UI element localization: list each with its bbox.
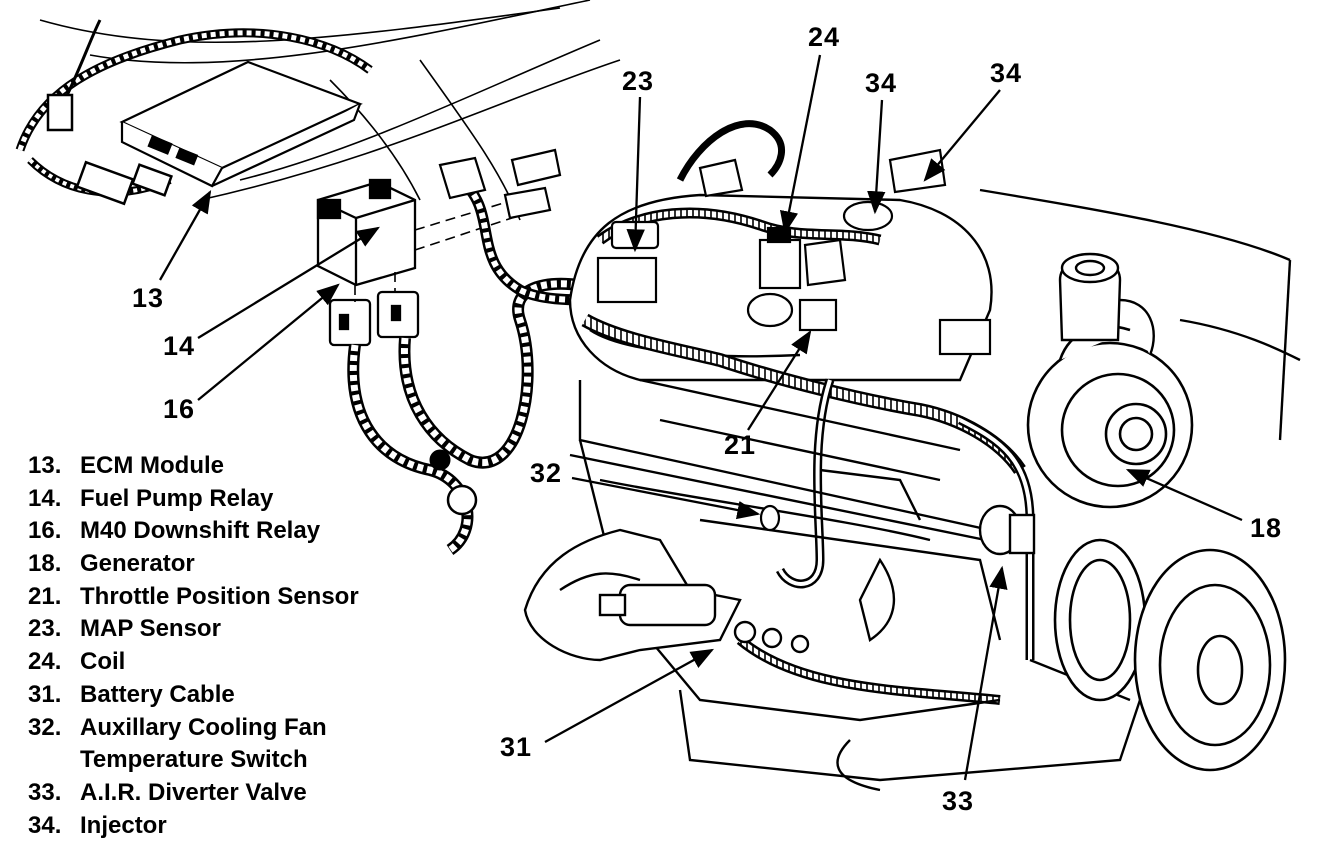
legend-number: 14. xyxy=(28,484,62,512)
ecm-module xyxy=(119,60,363,188)
legend-label: Fuel Pump Relay xyxy=(80,484,274,512)
legend-number: 34. xyxy=(28,811,62,839)
aux-fan-temperature-switch xyxy=(759,504,781,532)
callout-21: 21 xyxy=(724,430,757,460)
crank-pulleys xyxy=(1053,538,1287,772)
callout-34-right: 34 xyxy=(990,58,1023,88)
air-diverter-valve xyxy=(978,504,1036,556)
legend-number: 23. xyxy=(28,615,62,643)
map-sensor-body xyxy=(596,256,658,304)
ecm-wiring-harness xyxy=(15,19,373,206)
engine-wiring-harness xyxy=(581,120,1035,705)
relay-bracket xyxy=(316,178,420,347)
legend-item: 33. A.I.R. Diverter Valve xyxy=(28,777,359,810)
generator xyxy=(1026,325,1194,509)
legend-item: 24. Coil xyxy=(28,646,359,679)
legend-item: 23. MAP Sensor xyxy=(28,613,359,646)
legend-label: ECM Module xyxy=(80,452,224,479)
legend-label: Coil xyxy=(80,648,126,676)
legend-label: Auxillary Cooling Fan Temperature Switch xyxy=(80,713,327,774)
callout-leader-lines xyxy=(159,54,1243,781)
callout-18: 18 xyxy=(1250,513,1283,543)
right-side-engine xyxy=(979,188,1301,441)
relay-wiring-harness xyxy=(347,175,591,555)
legend-number: 24. xyxy=(28,648,62,676)
legend-item: 18. Generator xyxy=(28,548,359,581)
legend-label: Battery Cable xyxy=(80,680,235,708)
legend-number: 31. xyxy=(28,680,62,708)
legend-item: 13. ECM Module xyxy=(28,450,359,483)
callout-14: 14 xyxy=(163,331,196,361)
legend-item: 31. Battery Cable xyxy=(28,679,359,712)
plenum-components xyxy=(596,148,992,356)
callout-24: 24 xyxy=(808,22,841,52)
dashboard-outline xyxy=(39,0,621,221)
legend-label: Injector xyxy=(80,811,167,839)
legend-number: 33. xyxy=(28,778,62,806)
legend-item: 14. Fuel Pump Relay xyxy=(28,483,359,516)
callout-32: 32 xyxy=(530,458,563,488)
legend-label: Generator xyxy=(80,550,195,578)
callout-13: 13 xyxy=(132,283,165,313)
callout-34-left: 34 xyxy=(865,68,898,98)
legend-label: MAP Sensor xyxy=(80,615,221,643)
coil-body xyxy=(758,238,802,290)
callout-31: 31 xyxy=(500,732,533,762)
legend-label: A.I.R. Diverter Valve xyxy=(80,778,307,806)
starter-motor xyxy=(598,583,810,654)
legend-item: 34. Injector xyxy=(28,810,359,842)
legend-number: 13. xyxy=(28,452,62,479)
injector-cap xyxy=(842,200,894,232)
legend-number: 16. xyxy=(28,517,62,545)
parts-legend: 13. ECM Module 14. Fuel Pump Relay 16. M40 … xyxy=(28,450,359,842)
callout-23: 23 xyxy=(622,66,655,96)
legend-item: 32. Auxillary Cooling Fan Temperature Swi… xyxy=(28,712,359,777)
legend-label: M40 Downshift Relay xyxy=(80,517,321,545)
legend-label: Throttle Position Sensor xyxy=(80,582,359,610)
callout-33: 33 xyxy=(942,786,975,816)
callout-16: 16 xyxy=(163,394,196,424)
legend-number: 21. xyxy=(28,582,62,610)
legend-number: 18. xyxy=(28,550,62,578)
firewall-connectors xyxy=(438,148,562,220)
legend-item: 16. M40 Downshift Relay xyxy=(28,515,359,548)
engine-block xyxy=(569,378,1142,792)
legend-number: 32. xyxy=(28,713,62,741)
legend-item: 21. Throttle Position Sensor xyxy=(28,581,359,614)
